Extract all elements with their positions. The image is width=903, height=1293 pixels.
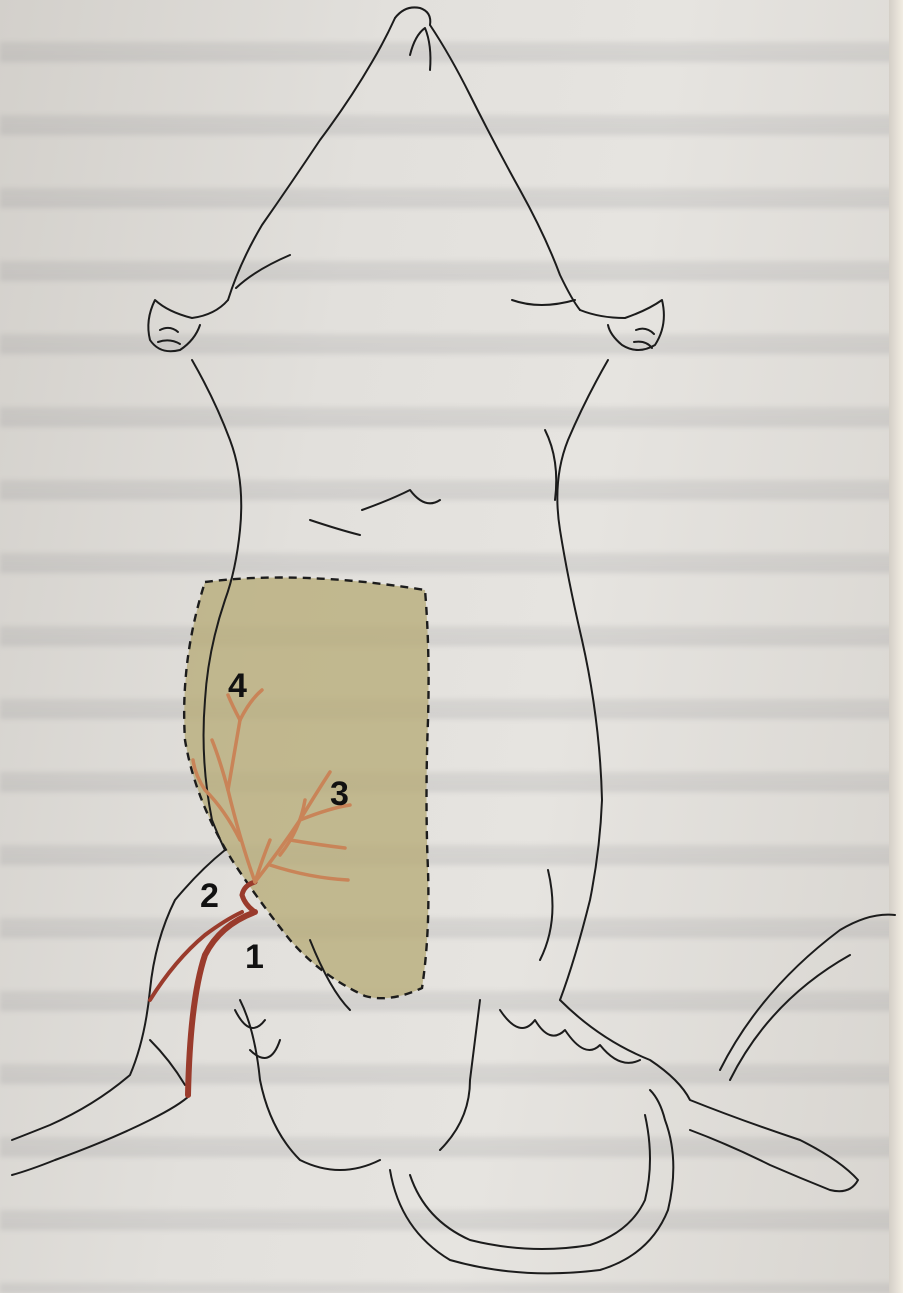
label-2: 2 [200, 877, 219, 915]
rat-outline [12, 7, 895, 1273]
label-1: 1 [245, 938, 264, 976]
label-3: 3 [330, 775, 349, 813]
label-4: 4 [228, 667, 247, 705]
